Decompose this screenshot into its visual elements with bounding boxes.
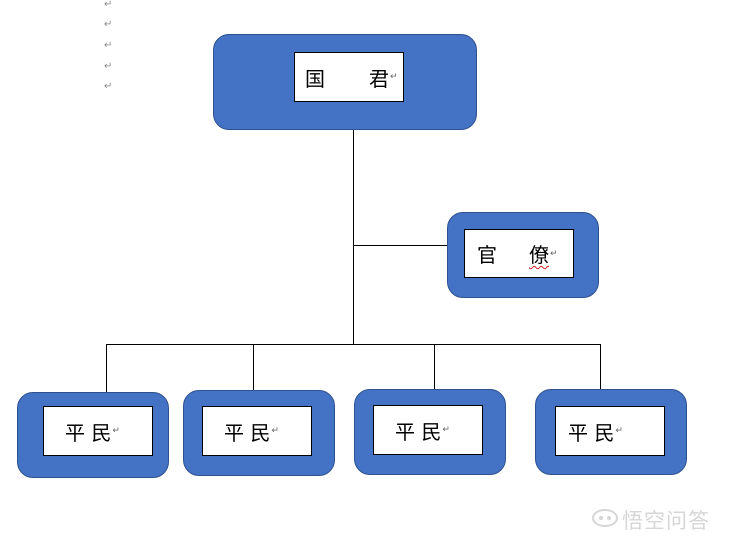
paragraph-mark: ↵: [104, 40, 113, 51]
commoner-label: 平 民: [224, 420, 271, 445]
commoner-label-box[interactable]: 平 民 ↵: [43, 406, 153, 456]
commoner-label: 平 民: [65, 420, 112, 445]
officials-char-right: 僚: [529, 243, 549, 267]
commoner-label-box[interactable]: 平 民 ↵: [373, 405, 483, 455]
commoner-label: 平 民: [568, 420, 615, 445]
watermark: 悟空问答: [592, 505, 710, 535]
wukong-logo-icon: [592, 508, 622, 533]
node-commoner-2[interactable]: 平 民 ↵: [183, 390, 335, 476]
paragraph-mark: ↵: [390, 72, 398, 82]
commoners-bus-connector: [106, 344, 600, 345]
drop-connector-2: [253, 344, 254, 390]
paragraph-mark: ↵: [104, 19, 113, 30]
trunk-connector: [353, 129, 354, 344]
paragraph-mark: ↵: [550, 248, 558, 259]
paragraph-mark: ↵: [104, 0, 113, 10]
ruler-label-box[interactable]: 国 君 ↵: [294, 52, 404, 102]
drop-connector-4: [600, 344, 601, 389]
watermark-text: 悟空问答: [622, 509, 710, 533]
node-ruler[interactable]: 国 君 ↵: [213, 34, 477, 130]
commoner-label: 平 民: [395, 419, 442, 444]
node-commoner-1[interactable]: 平 民 ↵: [17, 392, 169, 478]
node-commoner-3[interactable]: 平 民 ↵: [354, 389, 506, 475]
drop-connector-3: [434, 344, 435, 389]
paragraph-mark: ↵: [442, 425, 450, 435]
commoner-label-box[interactable]: 平 民 ↵: [202, 406, 312, 456]
paragraph-mark: ↵: [104, 81, 113, 92]
paragraph-mark: ↵: [615, 426, 623, 436]
node-commoner-4[interactable]: 平 民 ↵: [535, 389, 687, 475]
drop-connector-1: [106, 344, 107, 392]
node-officials[interactable]: 官 僚 ↵: [447, 212, 599, 298]
branch-connector-officials: [353, 245, 447, 246]
paragraph-mark: ↵: [271, 426, 279, 436]
ruler-char-left: 国: [305, 66, 325, 91]
ruler-char-right: 君: [369, 66, 389, 91]
officials-char-left: 官: [477, 243, 497, 267]
paragraph-mark: ↵: [104, 61, 113, 72]
officials-label-box[interactable]: 官 僚 ↵: [464, 229, 574, 278]
commoner-label-box[interactable]: 平 民 ↵: [555, 406, 665, 456]
paragraph-mark: ↵: [112, 426, 120, 436]
